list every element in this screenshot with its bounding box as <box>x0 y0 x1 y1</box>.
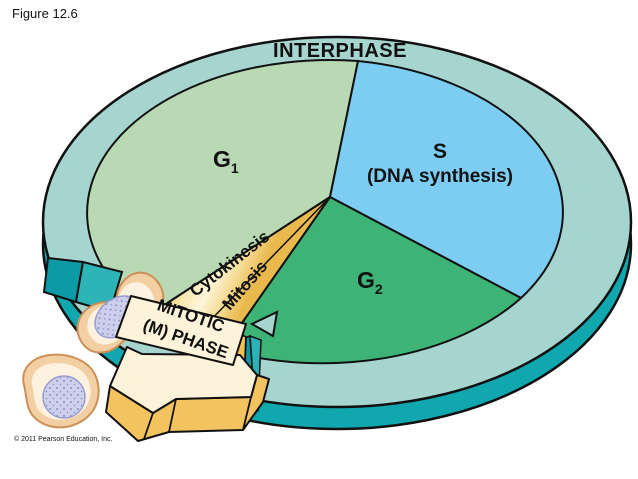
interphase-label: INTERPHASE <box>273 40 407 62</box>
daughter-cell <box>22 353 100 429</box>
m-phase-arrow-top <box>109 346 258 414</box>
sector-s <box>329 60 564 299</box>
m-phase-label-plane <box>115 295 247 366</box>
s-label: S <box>433 140 447 163</box>
ring-arrowhead-barb <box>249 310 279 338</box>
g1-label: G1 <box>213 146 239 176</box>
copyright-text: © 2011 Pearson Education, Inc. <box>14 435 112 443</box>
m-phase-arrow-edges <box>143 396 252 440</box>
g2-label: G2 <box>357 267 383 297</box>
wedge-divider-line <box>202 197 330 329</box>
figure-label: Figure 12.6 <box>12 6 78 21</box>
s-sublabel: (DNA synthesis) <box>367 166 513 187</box>
daughter-cell-nucleus-stipple <box>43 376 85 418</box>
